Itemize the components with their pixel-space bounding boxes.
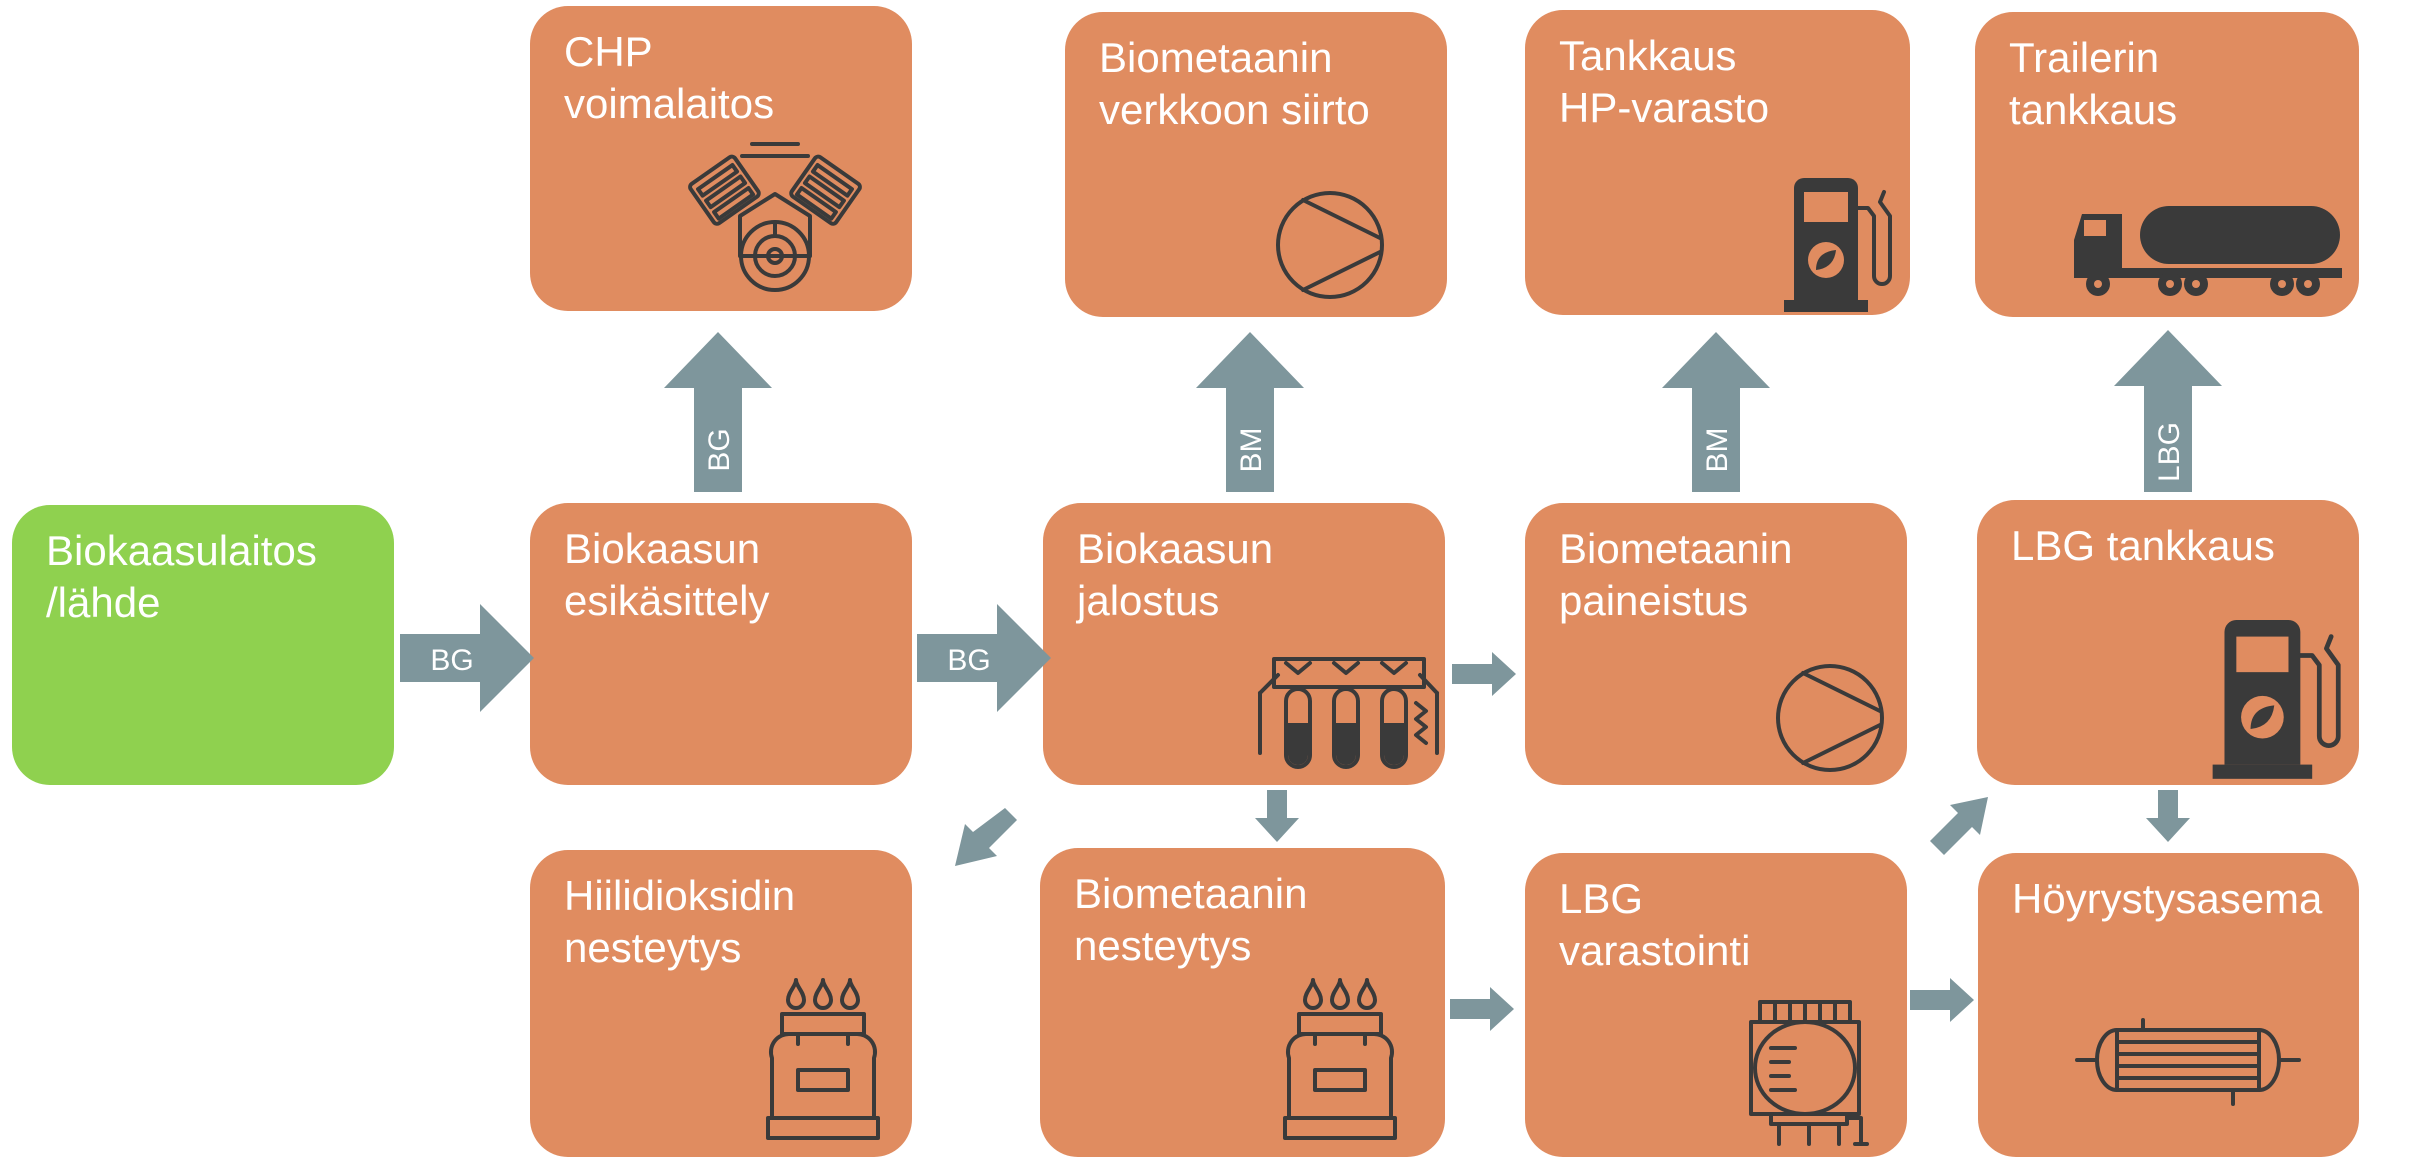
node-label: LBG tankkaus <box>2011 522 2275 569</box>
node-co2-liquefaction: Hiilidioksidin nesteytys <box>530 850 912 1157</box>
engine-icon <box>688 142 862 292</box>
node-label: LBG varastointi <box>1559 875 1751 974</box>
node-chp-plant: CHP voimalaitos <box>530 6 912 311</box>
arrow-upgrading-to-liquefaction <box>1255 790 1299 842</box>
arrow-liquefaction-to-lbg-storage <box>1450 987 1514 1031</box>
node-label: Biometaanin paineistus <box>1559 525 1793 624</box>
node-biogas-pretreatment: Biokaasun esikäsittely <box>530 503 912 785</box>
arrow-upgrading-to-co2 <box>955 808 1017 866</box>
node-biogas-source: Biokaasulaitos /lähde <box>12 505 394 785</box>
node-biomethane-liquefaction: Biometaanin nesteytys <box>1040 848 1445 1157</box>
filter-columns-icon <box>1258 657 1439 769</box>
arrow-pretreatment-to-upgrading: BG <box>917 604 1051 712</box>
arrow-label: BM <box>1235 428 1268 473</box>
arrow-source-to-pretreatment: BG <box>400 604 534 712</box>
gas-cylinder-icon <box>1283 978 1397 1140</box>
arrow-label: LBG <box>2153 422 2186 482</box>
heat-exchanger-icon <box>2075 1018 2301 1106</box>
arrow-lbg-fueling-to-trailer: LBG <box>2114 330 2222 492</box>
arrow-label: BG <box>703 428 736 471</box>
node-label: CHP voimalaitos <box>564 28 775 127</box>
node-label: Hiilidioksidin nesteytys <box>564 872 796 971</box>
arrow-lbg-fueling-to-vaporizer <box>2146 790 2190 842</box>
node-label: Biokaasulaitos /lähde <box>46 527 317 626</box>
arrow-pretreatment-to-chp: BG <box>664 332 772 492</box>
gas-cylinder-icon <box>766 978 880 1140</box>
node-vaporizer-station: Höyrystysasema <box>1978 853 2359 1157</box>
node-label: Biokaasun esikäsittely <box>564 525 770 624</box>
node-label: Biometaanin nesteytys <box>1074 870 1308 969</box>
node-label: Biometaanin verkkoon siirto <box>1099 34 1370 133</box>
compressor-icon <box>1776 664 1884 772</box>
compressor-icon <box>1276 191 1384 299</box>
arrow-upgrading-to-grid: BM <box>1196 332 1304 492</box>
node-lbg-storage: LBG varastointi <box>1525 853 1907 1157</box>
fuel-pump-icon <box>1784 178 1892 312</box>
arrow-label: BG <box>947 644 990 677</box>
fuel-pump-icon <box>2212 620 2341 779</box>
node-label: Tankkaus HP-varasto <box>1559 32 1770 131</box>
node-biogas-upgrading: Biokaasun jalostus <box>1043 503 1445 785</box>
node-trailer-fueling: Trailerin tankkaus <box>1975 12 2359 317</box>
arrow-lbg-storage-to-vaporizer <box>1910 978 1974 1022</box>
arrow-upgrading-to-compression <box>1452 652 1516 696</box>
arrow-compression-to-hp-fueling: BM <box>1662 332 1770 492</box>
tanker-truck-icon <box>2074 206 2342 296</box>
arrow-label: BM <box>1701 428 1734 473</box>
node-label: Höyrystysasema <box>2012 875 2323 922</box>
node-lbg-fueling: LBG tankkaus <box>1977 500 2359 785</box>
node-label: Biokaasun jalostus <box>1077 525 1274 624</box>
node-label: Trailerin tankkaus <box>2009 34 2178 133</box>
arrow-label: BG <box>430 644 473 677</box>
storage-tank-icon <box>1749 1000 1869 1146</box>
node-hp-storage-fueling: Tankkaus HP-varasto <box>1525 10 1910 315</box>
arrow-lbg-storage-to-lbg-fueling <box>1930 797 1988 855</box>
node-biomethane-grid-injection: Biometaanin verkkoon siirto <box>1065 12 1447 317</box>
node-biomethane-compression: Biometaanin paineistus <box>1525 503 1907 785</box>
